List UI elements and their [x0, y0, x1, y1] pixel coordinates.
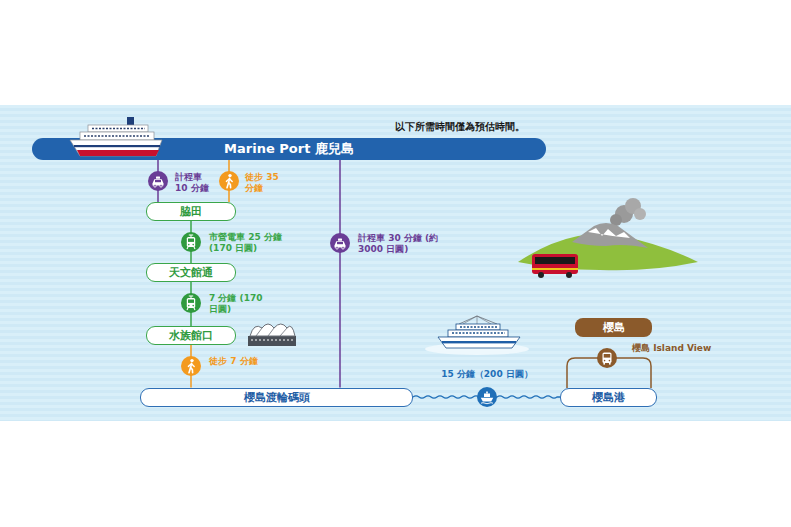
illustration-part [452, 327, 505, 333]
route-time-label: 計程車 30 分鐘 (約 3000 日圓) [358, 233, 444, 256]
route-time-label: 市營電車 25 分鐘 (170 日圓) [209, 232, 295, 255]
note-text: 以下所需時間僅為預估時間。 [395, 121, 525, 134]
illustration-part [70, 140, 162, 156]
illustration-part [181, 293, 201, 313]
tram-stop-box: 天文館通 [146, 263, 236, 282]
illustration-part [248, 336, 296, 346]
port-box: 櫻島港 [560, 388, 657, 407]
illustration-part [84, 129, 150, 137]
volcano-illustration [518, 198, 698, 270]
illustration-part [532, 268, 578, 270]
ship-illustration [0, 0, 200, 170]
node-text: 櫻島 [603, 320, 625, 335]
node-text: 櫻島港 [592, 390, 625, 405]
illustration-part [226, 174, 232, 188]
node-text: 脇田 [180, 204, 202, 219]
route-time-label: 15 分鐘（200 日圓） [427, 369, 547, 380]
tram-stop-box: 脇田 [146, 202, 236, 221]
route-time-label: 徒步 7 分鐘 [209, 356, 261, 367]
illustration-part [148, 171, 168, 191]
illustration-part [442, 341, 516, 343]
bus-route-name: 櫻島 Island View [632, 343, 711, 354]
tram-stop-box: 水族館口 [146, 326, 236, 345]
illustration-part [538, 272, 544, 278]
illustration-part [74, 145, 160, 147]
node-text: Marine Port 鹿兒島 [224, 140, 354, 158]
illustration-part [256, 328, 287, 336]
route-time-label: 計程車 10 分鐘 [175, 172, 227, 195]
illustration-part [181, 356, 201, 376]
illustration-part [535, 257, 575, 264]
illustration-part [251, 340, 294, 341]
aquarium-illustration [248, 324, 296, 346]
illustration-part [335, 239, 346, 250]
illustration-part [219, 171, 239, 191]
node-text: 天文館通 [169, 265, 213, 280]
illustration-part [187, 235, 195, 249]
illustration-part [153, 177, 164, 188]
ferry-illustration [425, 316, 529, 355]
illustration-part [250, 324, 295, 336]
illustration-part [588, 228, 630, 238]
node-text: 櫻島渡輪碼頭 [244, 390, 310, 405]
route-time-label: 徒步 35 分鐘 [245, 172, 297, 195]
illustration-part [603, 352, 612, 364]
illustration-part [330, 233, 350, 253]
illustration-part [459, 316, 497, 324]
illustration-part [463, 316, 491, 324]
island-tag: 櫻島 [575, 318, 652, 337]
illustration-part [597, 348, 617, 368]
illustration-part [477, 387, 497, 407]
ferry-terminal-box: 櫻島渡輪碼頭 [140, 388, 413, 407]
illustration-part [532, 254, 578, 274]
illustration-part [187, 296, 195, 310]
illustration-part [188, 359, 194, 373]
route-line [339, 160, 341, 388]
illustration-part [438, 337, 520, 348]
node-text: 水族館口 [169, 328, 213, 343]
illustration-part [634, 208, 646, 220]
route-time-label: 7 分鐘 (170 日圓) [209, 293, 285, 316]
illustration-part [572, 223, 648, 248]
illustration-part [481, 392, 493, 404]
illustration-part [181, 232, 201, 252]
red-bus-illustration [532, 254, 578, 278]
illustration-part [566, 272, 572, 278]
illustration-part [77, 150, 159, 156]
